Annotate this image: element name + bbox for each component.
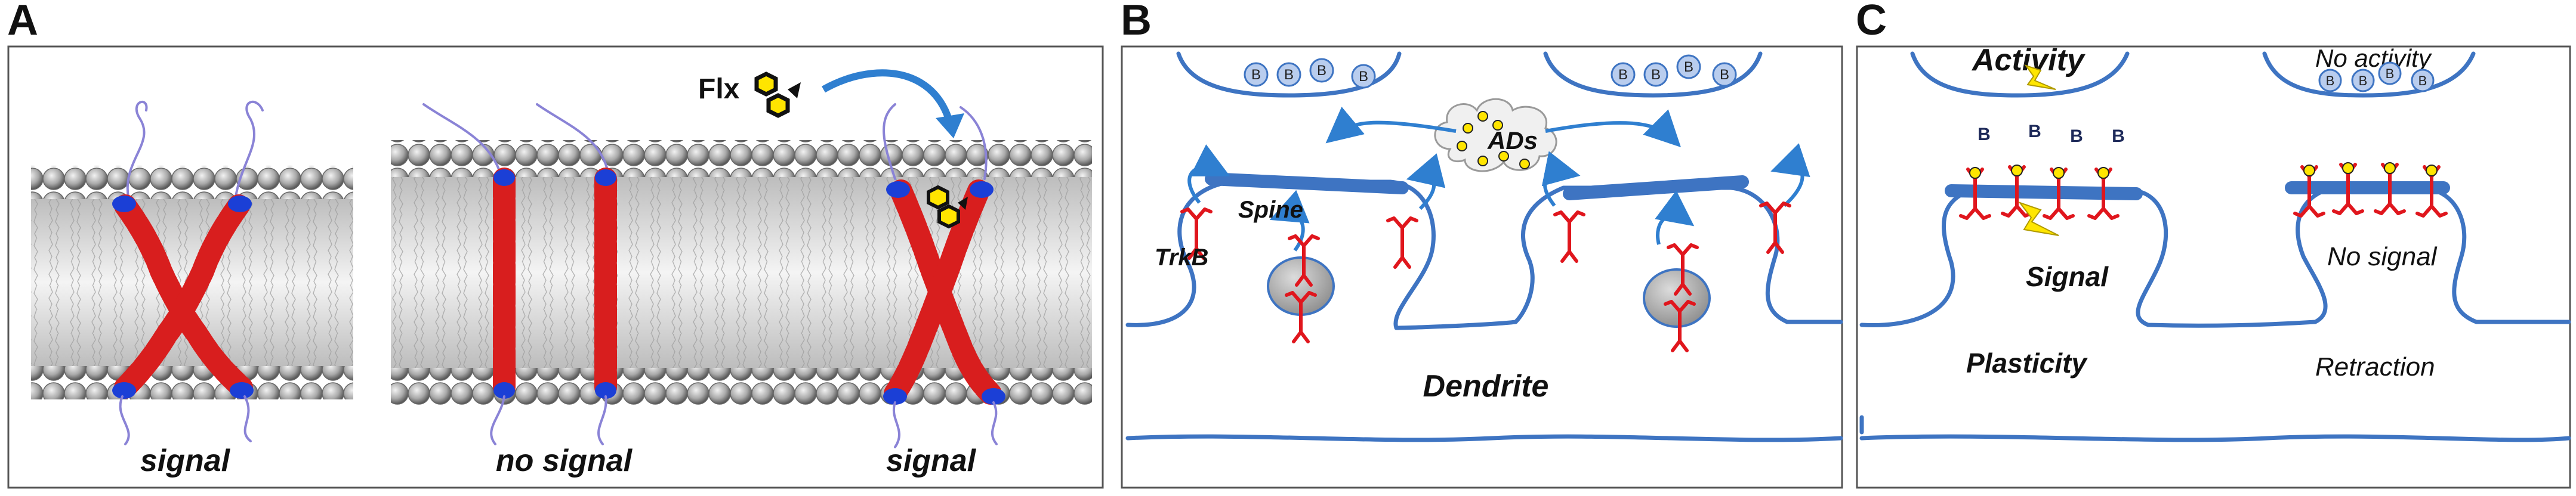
- svg-text:B: B: [2112, 126, 2125, 146]
- retraction-label: Retraction: [2315, 352, 2435, 382]
- vesicles-right: B B B B: [1611, 54, 1737, 87]
- svg-text:B: B: [2418, 73, 2427, 88]
- svg-text:B: B: [2386, 66, 2395, 81]
- svg-text:B: B: [1651, 67, 1661, 83]
- presynaptic-terminal-inactive: [2262, 51, 2476, 98]
- trkb-label: TrkB: [1155, 244, 1208, 271]
- endosome-right: [1643, 268, 1711, 328]
- presynaptic-terminal-left: [1176, 51, 1402, 98]
- panel-b: B B B B B B B B ADs: [1121, 45, 1843, 489]
- panel-c-label: C: [1856, 0, 1887, 44]
- svg-text:B: B: [2028, 122, 2041, 141]
- helix-pair-parallel: [422, 103, 617, 445]
- vesicles-left: B B B B: [1244, 58, 1376, 89]
- psd-right: [1563, 175, 1749, 200]
- spine-label: Spine: [1238, 197, 1303, 223]
- dendrite-membrane-bottom: [1125, 434, 1843, 442]
- flx-label: Flx: [698, 73, 740, 105]
- helix-pair-crossed-left: [112, 100, 264, 445]
- panel-c-frame: [1856, 45, 2571, 489]
- activity-label: Activity: [1971, 43, 2086, 78]
- flx-drug: Flx: [698, 69, 964, 138]
- svg-text:B: B: [1684, 59, 1693, 75]
- ads-label: ADs: [1487, 126, 1538, 154]
- svg-text:B: B: [1284, 67, 1294, 83]
- svg-text:B: B: [1317, 63, 1326, 79]
- bilayer-left: [31, 166, 353, 399]
- presynaptic-terminal-active: [1910, 51, 2130, 98]
- no-activity-label: No activity: [2315, 44, 2433, 72]
- panel-b-label: B: [1121, 0, 1152, 44]
- svg-text:B: B: [2359, 73, 2368, 88]
- bound-drug: [927, 185, 968, 229]
- helix-pair-crossed-drug: [883, 103, 1005, 448]
- no-signal-label: No signal: [2327, 242, 2438, 271]
- caption-signal-left: signal: [140, 444, 231, 478]
- svg-text:B: B: [1359, 69, 1368, 85]
- lightning-signal: [2018, 201, 2059, 236]
- svg-text:B: B: [1251, 67, 1261, 83]
- caption-no-signal: no signal: [496, 444, 633, 478]
- presynaptic-terminal-right: [1543, 51, 1763, 98]
- psd-active: [1945, 184, 2143, 200]
- dendrite-membrane-c: [1859, 185, 2571, 435]
- svg-text:B: B: [2326, 73, 2335, 88]
- bound-trkb-inactive: [2295, 162, 2446, 216]
- svg-text:B: B: [1977, 125, 1991, 144]
- psd-left: [1205, 172, 1409, 194]
- panel-c: Activity No activity B B B B B B B B: [1856, 43, 2571, 489]
- bound-trkb-active: [1961, 165, 2118, 218]
- released-bdnf: B B B B: [1977, 122, 2125, 146]
- dendrite-label: Dendrite: [1423, 369, 1549, 404]
- svg-text:B: B: [1720, 67, 1729, 83]
- plasticity-label: Plasticity: [1966, 348, 2088, 379]
- signal-label: Signal: [2026, 261, 2109, 292]
- lightning-activity: [2024, 64, 2056, 90]
- panel-a: Flx signal no signal signal: [7, 45, 1104, 489]
- svg-text:B: B: [2070, 126, 2083, 146]
- panel-a-label: A: [7, 0, 38, 44]
- dendrite-membrane-c-bottom: [1859, 434, 2571, 442]
- binding-arrow: [822, 69, 952, 120]
- caption-signal-right: signal: [886, 444, 977, 478]
- svg-text:B: B: [1618, 67, 1628, 83]
- ads-cloud: ADs: [1434, 98, 1557, 172]
- vesicles-inactive: B B B B: [2318, 61, 2435, 92]
